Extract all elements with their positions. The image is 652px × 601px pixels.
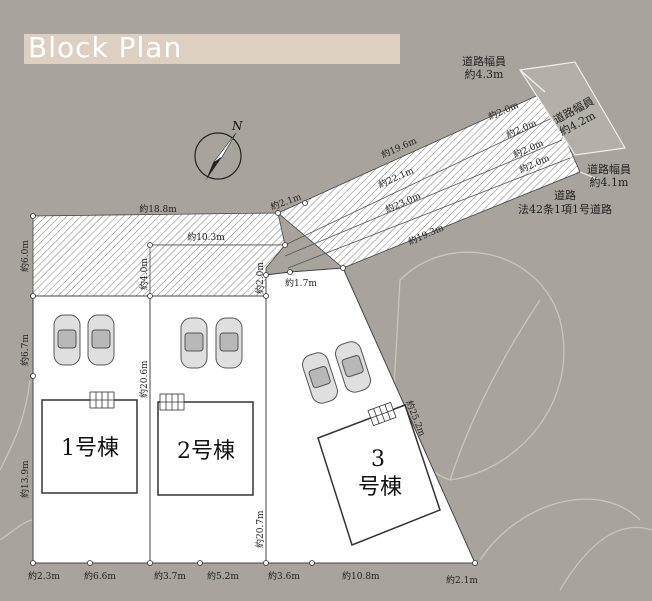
boundary-markers [30, 200, 478, 566]
road-edges [518, 61, 626, 181]
house-1-label: 1号棟 [61, 436, 119, 461]
house-3-label-suffix: 号棟 [358, 475, 402, 500]
dim-label: 約2.1m [446, 574, 478, 586]
dim-label: 約6.0m [19, 240, 31, 272]
dim-label: 約6.6m [84, 570, 116, 582]
dim-label: 約18.8m [139, 203, 177, 215]
dim-label: 約5.2m [207, 570, 239, 582]
house-1-footprint [41, 399, 138, 494]
dim-label: 約2.3m [28, 570, 60, 582]
road-strip-divider-2 [284, 139, 563, 257]
car-icon [302, 352, 338, 404]
car-icon [87, 314, 115, 366]
dim-label: 約10.8m [342, 570, 380, 582]
road-top-width-value: 約4.3m [465, 67, 504, 81]
car-icon [180, 317, 208, 369]
dim-label: 約20.6m [138, 360, 150, 398]
dim-label: 約20.7m [254, 510, 266, 548]
compass-icon [194, 132, 242, 180]
entrance-steps [89, 391, 397, 427]
road-low-width-value: 約4.1m [590, 175, 629, 189]
compass-north-label: N [231, 119, 243, 133]
car-icons [53, 314, 371, 404]
road-strip-divider-1 [284, 117, 553, 246]
dim-label: 約6.7m [19, 334, 31, 366]
car-icon [215, 317, 243, 369]
page-title: Block Plan [28, 31, 183, 64]
house-2-label: 2号棟 [177, 439, 235, 464]
road-strip-band [277, 91, 581, 269]
dim-label: 約3.7m [154, 570, 186, 582]
road-main-classification: 法42条1項1号道路 [518, 202, 612, 216]
house-2-footprint [157, 401, 254, 496]
dim-label: 約3.6m [268, 570, 300, 582]
dim-label: 約2.0m [254, 262, 266, 294]
car-icon [53, 314, 81, 366]
dim-label: 約10.3m [187, 231, 225, 243]
road-low-width-title: 道路幅員 [587, 162, 631, 176]
dim-label: 約13.9m [19, 460, 31, 498]
road-main-title: 道路 [554, 188, 576, 202]
road-strip-divider-3 [287, 157, 571, 269]
title-bar [24, 34, 400, 64]
house-3-label-number: 3 [371, 447, 385, 472]
car-icon [335, 341, 371, 393]
dim-label: 約4.0m [138, 258, 150, 290]
dim-label: 約1.7m [285, 277, 317, 289]
road-top-width-title: 道路幅員 [462, 54, 506, 68]
